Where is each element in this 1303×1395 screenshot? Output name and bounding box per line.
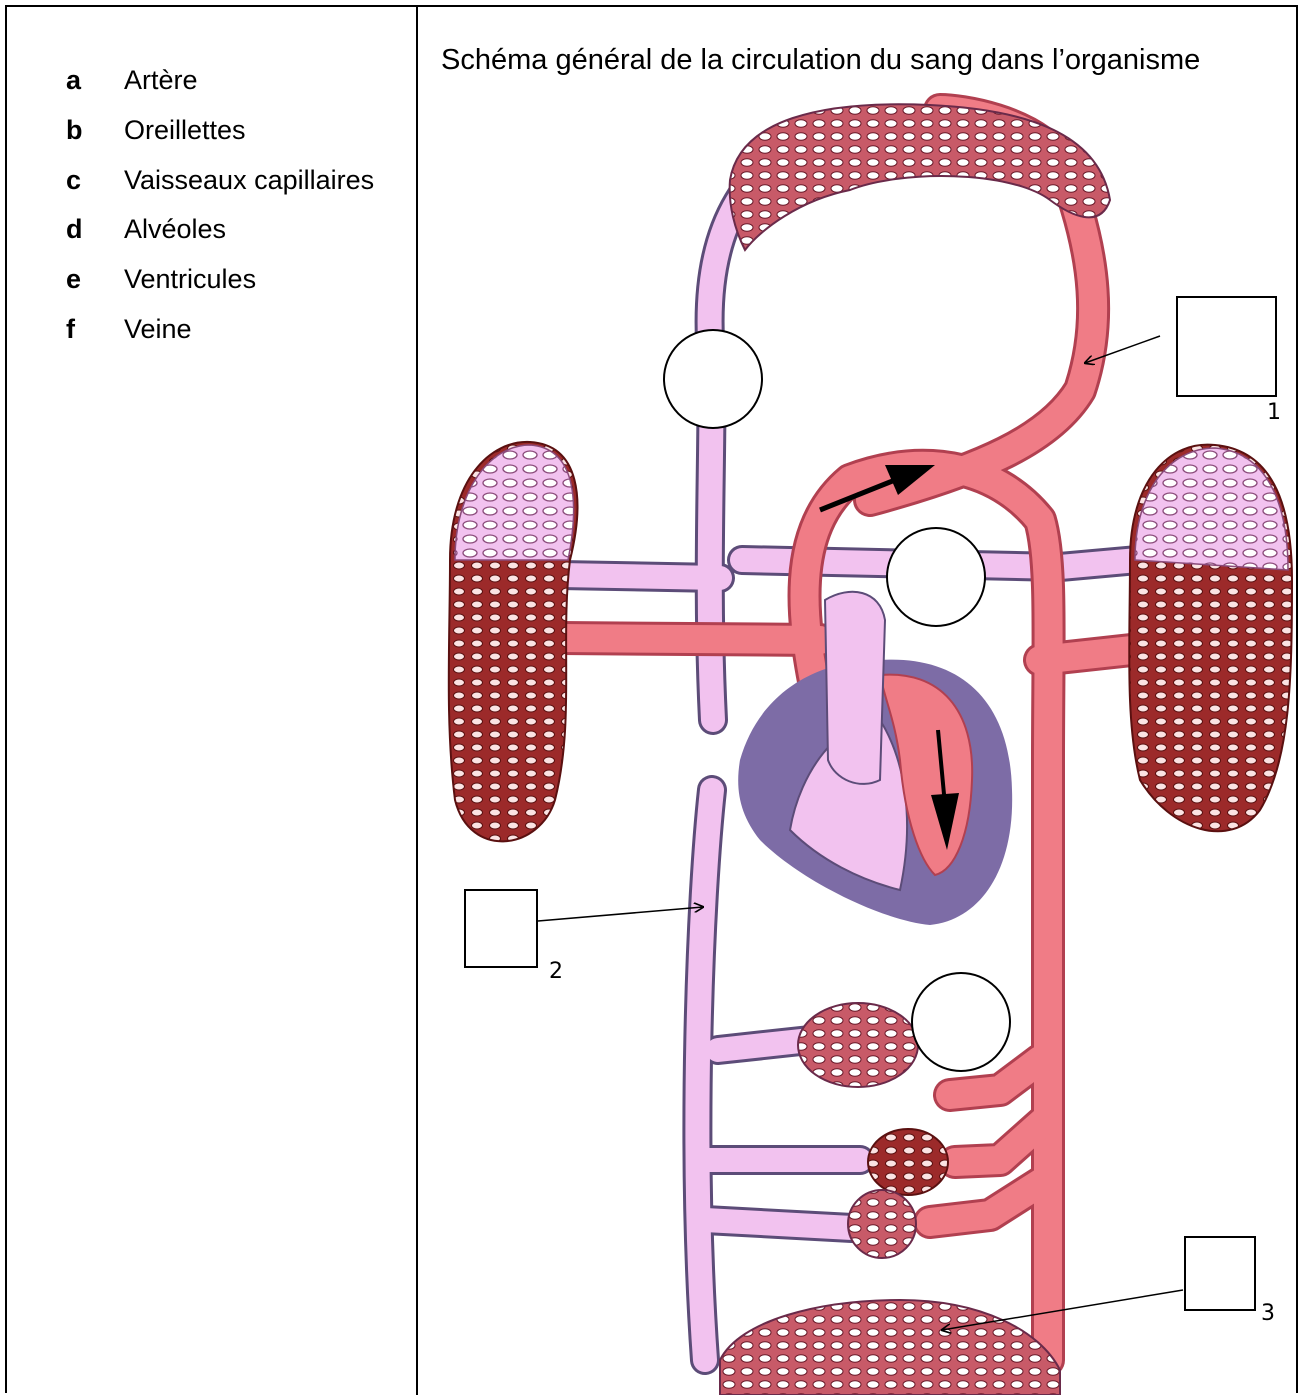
lower-body-capillaries	[720, 1300, 1060, 1395]
intestine-capillaries	[868, 1129, 948, 1195]
box-label-1: 1	[1267, 400, 1281, 425]
kidney-capillaries	[848, 1190, 916, 1258]
right-lung-upper	[1135, 448, 1288, 570]
pointer-2	[538, 907, 703, 921]
liver-capillaries	[798, 1003, 918, 1087]
right-atrium	[825, 592, 885, 784]
box-label-3: 3	[1261, 1301, 1275, 1326]
answer-box-3[interactable]	[1185, 1237, 1255, 1310]
head-capillaries	[730, 104, 1110, 250]
answer-box-1[interactable]	[1177, 297, 1276, 396]
answer-circle-organ[interactable]	[912, 973, 1010, 1071]
answer-circle-vein[interactable]	[664, 330, 762, 428]
left-lung-upper	[455, 445, 574, 560]
answer-box-2[interactable]	[465, 890, 537, 967]
box-label-2: 2	[549, 959, 563, 984]
answer-circle-atrium[interactable]	[887, 528, 985, 626]
